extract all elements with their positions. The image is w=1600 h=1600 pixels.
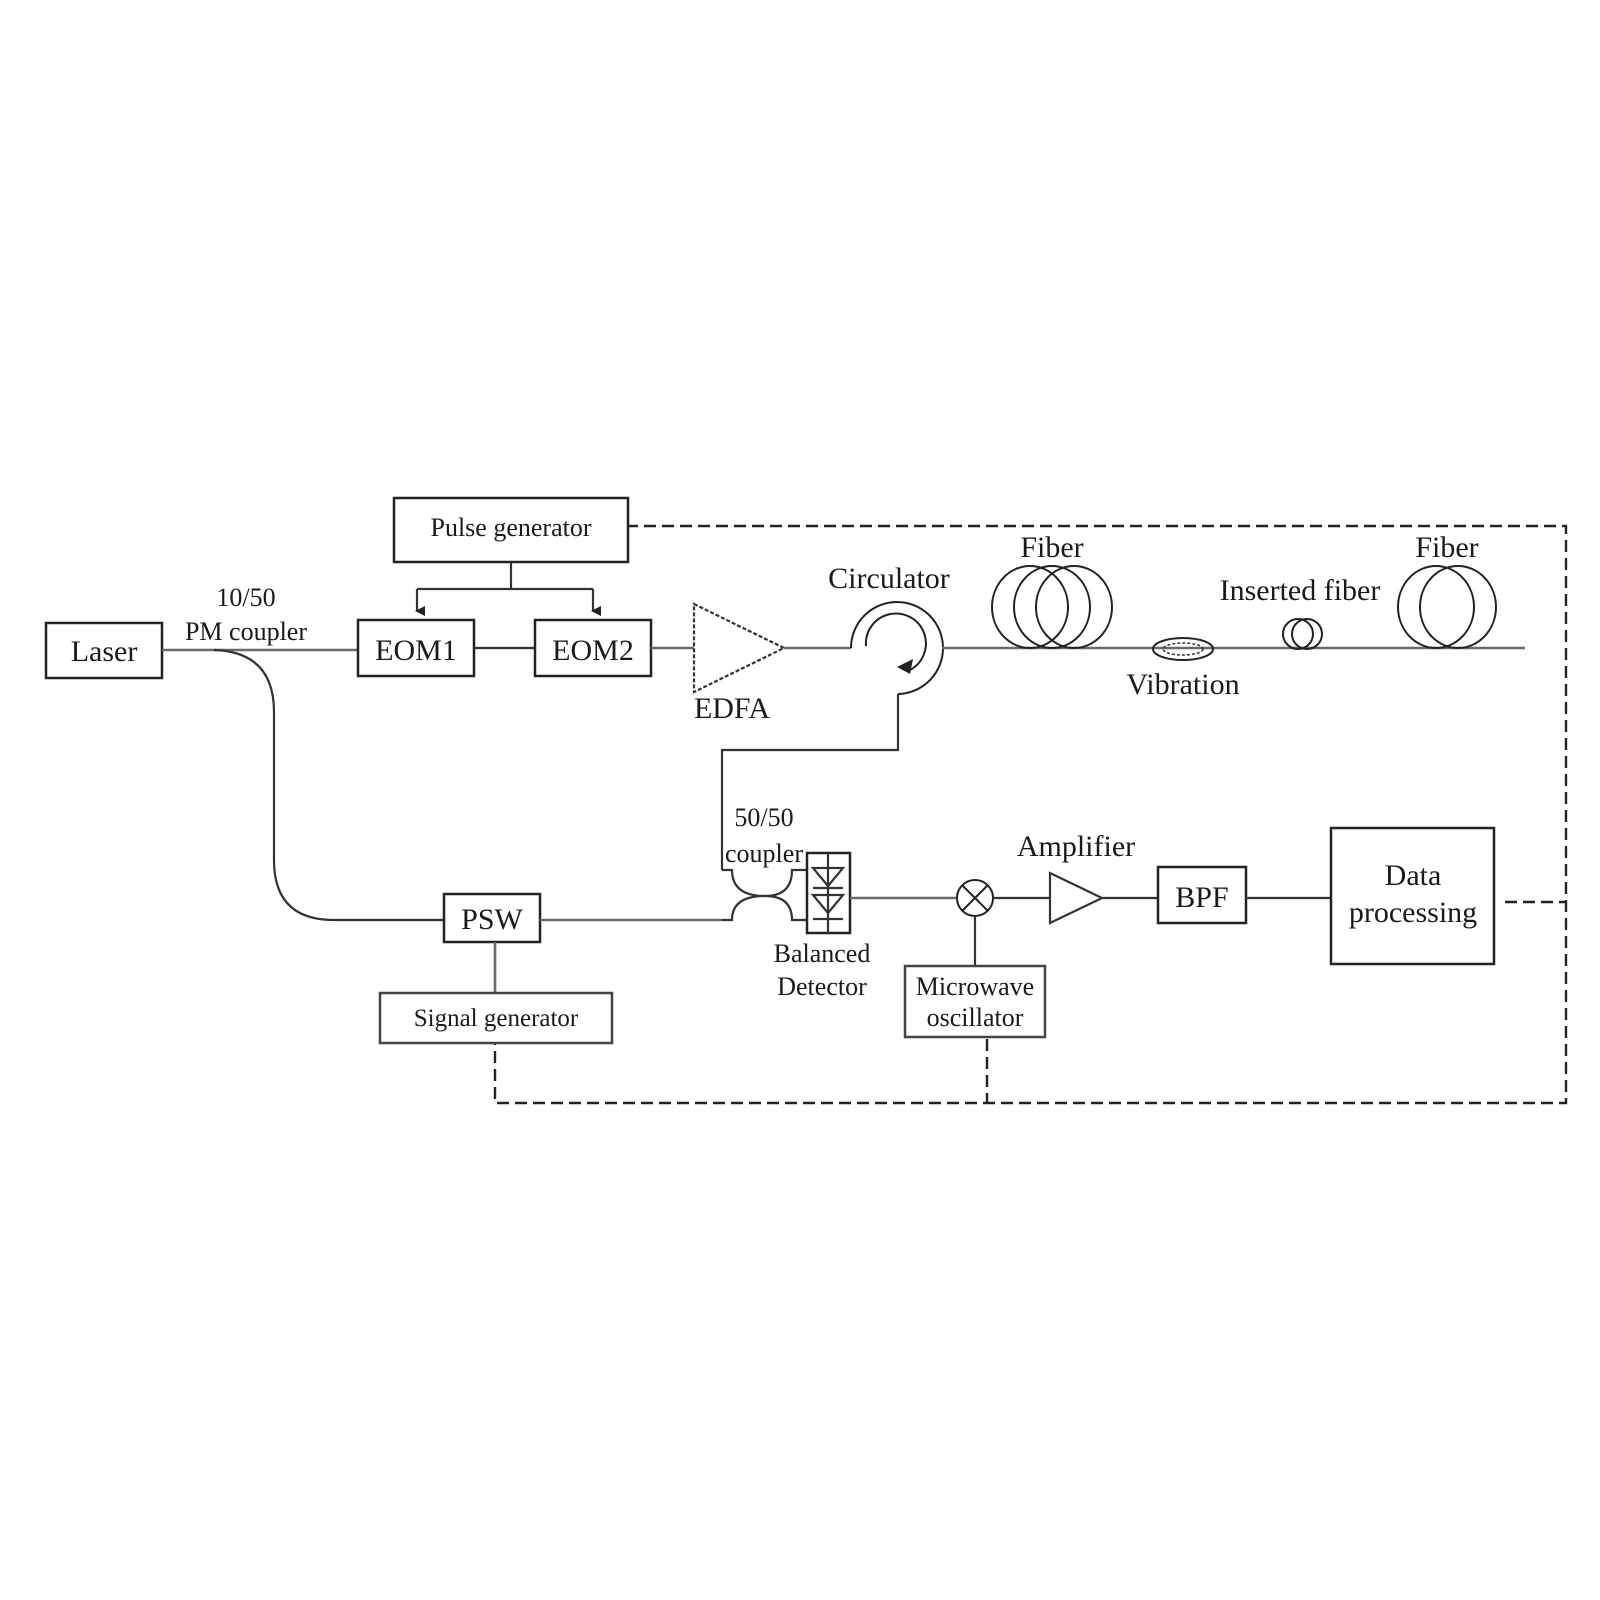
pm-coupler-ratio-label: 10/50 [216, 583, 275, 612]
microwave-oscillator-block: Microwave oscillator [903, 964, 1047, 1039]
fiber1-loop-icon [1035, 565, 1113, 649]
coupler-block: 50/50 coupler [722, 803, 810, 922]
control-dashed-lines [493, 524, 1568, 1105]
balanced-detector-label-1: Balanced [774, 939, 871, 968]
coupler-label: coupler [725, 839, 803, 868]
coupler-ratio-label: 50/50 [734, 803, 793, 832]
circulator-outer-arc-icon [850, 601, 944, 695]
amplifier-label: Amplifier [1017, 830, 1135, 863]
fiber-coil-2: Fiber [1397, 531, 1497, 649]
signal-generator-box [378, 991, 614, 1045]
inserted-fiber-loop-icon [1291, 618, 1323, 650]
data-processing-label-1: Data [1385, 859, 1442, 892]
pulse-generator-label: Pulse generator [430, 513, 591, 542]
fiber1-label: Fiber [1020, 531, 1083, 564]
data-processing-label-2: processing [1349, 896, 1477, 929]
fiber-coil-1: Fiber [991, 531, 1113, 649]
laser-block: Laser [44, 621, 164, 680]
signal-generator-block: Signal generator [378, 991, 614, 1045]
psw-label: PSW [461, 903, 523, 936]
microwave-oscillator-label-2: oscillator [927, 1003, 1024, 1032]
circulator-arrowhead-icon [897, 659, 913, 674]
circulator-block: Circulator [828, 562, 950, 695]
pulse-generator-block: Pulse generator [392, 496, 630, 564]
microwave-oscillator-box [903, 964, 1047, 1039]
edfa-triangle-icon [692, 602, 787, 694]
pm-coupler-branch-fiber [213, 648, 444, 922]
bpf-block: BPF [1156, 865, 1248, 925]
inserted-fiber-loop-icon [1282, 618, 1314, 650]
eom2-block: EOM2 [533, 618, 653, 678]
coupler-lower-arc-icon [722, 894, 810, 922]
eom1-label: EOM1 [375, 634, 457, 667]
circulator-to-coupler-fiber [720, 694, 900, 870]
vibration-label: Vibration [1126, 668, 1239, 701]
circulator-label: Circulator [828, 562, 950, 595]
edfa-block: EDFA [692, 602, 787, 725]
circulator-inner-arc-icon [864, 612, 927, 671]
amplifier-block: Amplifier [1017, 830, 1135, 925]
photodiode-bottom-icon [810, 893, 846, 921]
coupler-upper-arc-icon [722, 868, 810, 898]
bpf-label: BPF [1175, 881, 1228, 914]
vibration-ellipse-icon [1152, 637, 1214, 661]
bpf-box [1156, 865, 1248, 925]
balanced-detector-label-2: Detector [777, 972, 867, 1001]
inserted-fiber-block: Inserted fiber [1220, 574, 1381, 650]
balanced-detector-block: Balanced Detector [774, 851, 871, 1001]
data-processing-box [1329, 826, 1496, 966]
vibration-inner-icon [1162, 642, 1204, 656]
eom2-box [533, 618, 653, 678]
eom1-block: EOM1 [356, 618, 476, 678]
laser-label: Laser [71, 635, 138, 668]
trigger-dashed-line [493, 524, 1568, 1105]
eom2-label: EOM2 [552, 634, 634, 667]
photodiode-top-icon [810, 866, 846, 890]
edfa-label: EDFA [694, 692, 770, 725]
inserted-fiber-label: Inserted fiber [1220, 574, 1381, 607]
fiber1-loop-icon [991, 565, 1069, 649]
fiber2-label: Fiber [1415, 531, 1478, 564]
vibration-block: Vibration [1126, 637, 1240, 701]
microwave-oscillator-label-1: Microwave [916, 972, 1034, 1001]
pulse-generator-box [392, 496, 630, 564]
data-processing-block: Data processing [1329, 826, 1496, 966]
mixer-cross-icon [961, 884, 989, 912]
psw-box [442, 892, 542, 944]
pm-coupler-label: PM coupler [185, 617, 307, 646]
psw-block: PSW [442, 892, 542, 944]
fiber2-loop-icon [1397, 565, 1475, 649]
fiber1-loop-icon [1013, 565, 1091, 649]
amplifier-triangle-icon [1048, 871, 1105, 925]
fiber2-loop-icon [1419, 565, 1497, 649]
mixer-block [956, 879, 994, 917]
signal-generator-label: Signal generator [414, 1005, 579, 1032]
